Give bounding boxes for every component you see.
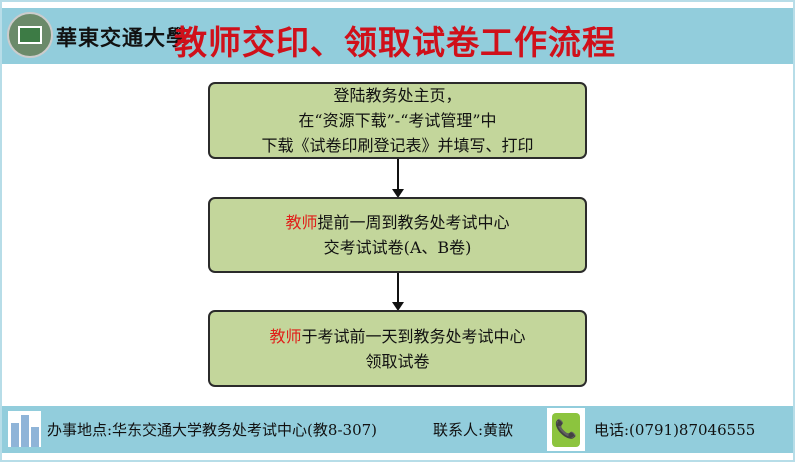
- step-2-line: 教师提前一周到教务处考试中心: [285, 210, 509, 235]
- step-2-submit-exam: 教师提前一周到教务处考试中心 交考试试卷(A、B卷): [208, 197, 587, 273]
- office-location: 办事地点:华东交通大学教务处考试中心(教8-307): [47, 421, 378, 439]
- footer-banner: 办事地点:华东交通大学教务处考试中心(教8-307) 联系人:黄歆 📞 电话:(…: [2, 406, 793, 453]
- university-logo-icon: [7, 12, 53, 58]
- university-name: 華東交通大學: [56, 25, 188, 50]
- teacher-highlight: 教师: [285, 213, 318, 232]
- step-1-line: 下载《试卷印刷登记表》并填写、打印: [261, 136, 534, 155]
- page-title: 教师交印、领取试卷工作流程: [174, 23, 616, 62]
- step-1-line: 在“资源下载”-“考试管理”中: [298, 111, 497, 130]
- step-3-line: 领取试卷: [365, 351, 430, 371]
- step-1-download-form: 登陆教务处主页， 在“资源下载”-“考试管理”中 下载《试卷印刷登记表》并填写、…: [208, 82, 587, 159]
- step-3-text: 于考试前一天到教务处考试中心: [301, 326, 526, 346]
- arrow-down-icon: [392, 159, 404, 198]
- contact-person: 联系人:黄歆: [433, 421, 514, 439]
- teacher-highlight: 教师: [269, 326, 302, 346]
- building-icon: [8, 411, 41, 447]
- phone-number: 电话:(0791)87046555: [594, 421, 756, 439]
- step-3-line: 教师于考试前一天到教务处考试中心: [269, 324, 525, 349]
- arrow-down-icon: [392, 273, 404, 311]
- step-1-line: 登陆教务处主页，: [333, 86, 462, 105]
- header-banner: 華東交通大學 教师交印、领取试卷工作流程: [2, 8, 793, 64]
- step-3-collect-exam: 教师于考试前一天到教务处考试中心 领取试卷: [208, 310, 587, 387]
- phone-icon: 📞: [547, 408, 585, 451]
- step-2-line: 交考试试卷(A、B卷): [323, 238, 472, 257]
- step-2-text: 提前一周到教务处考试中心: [317, 213, 510, 232]
